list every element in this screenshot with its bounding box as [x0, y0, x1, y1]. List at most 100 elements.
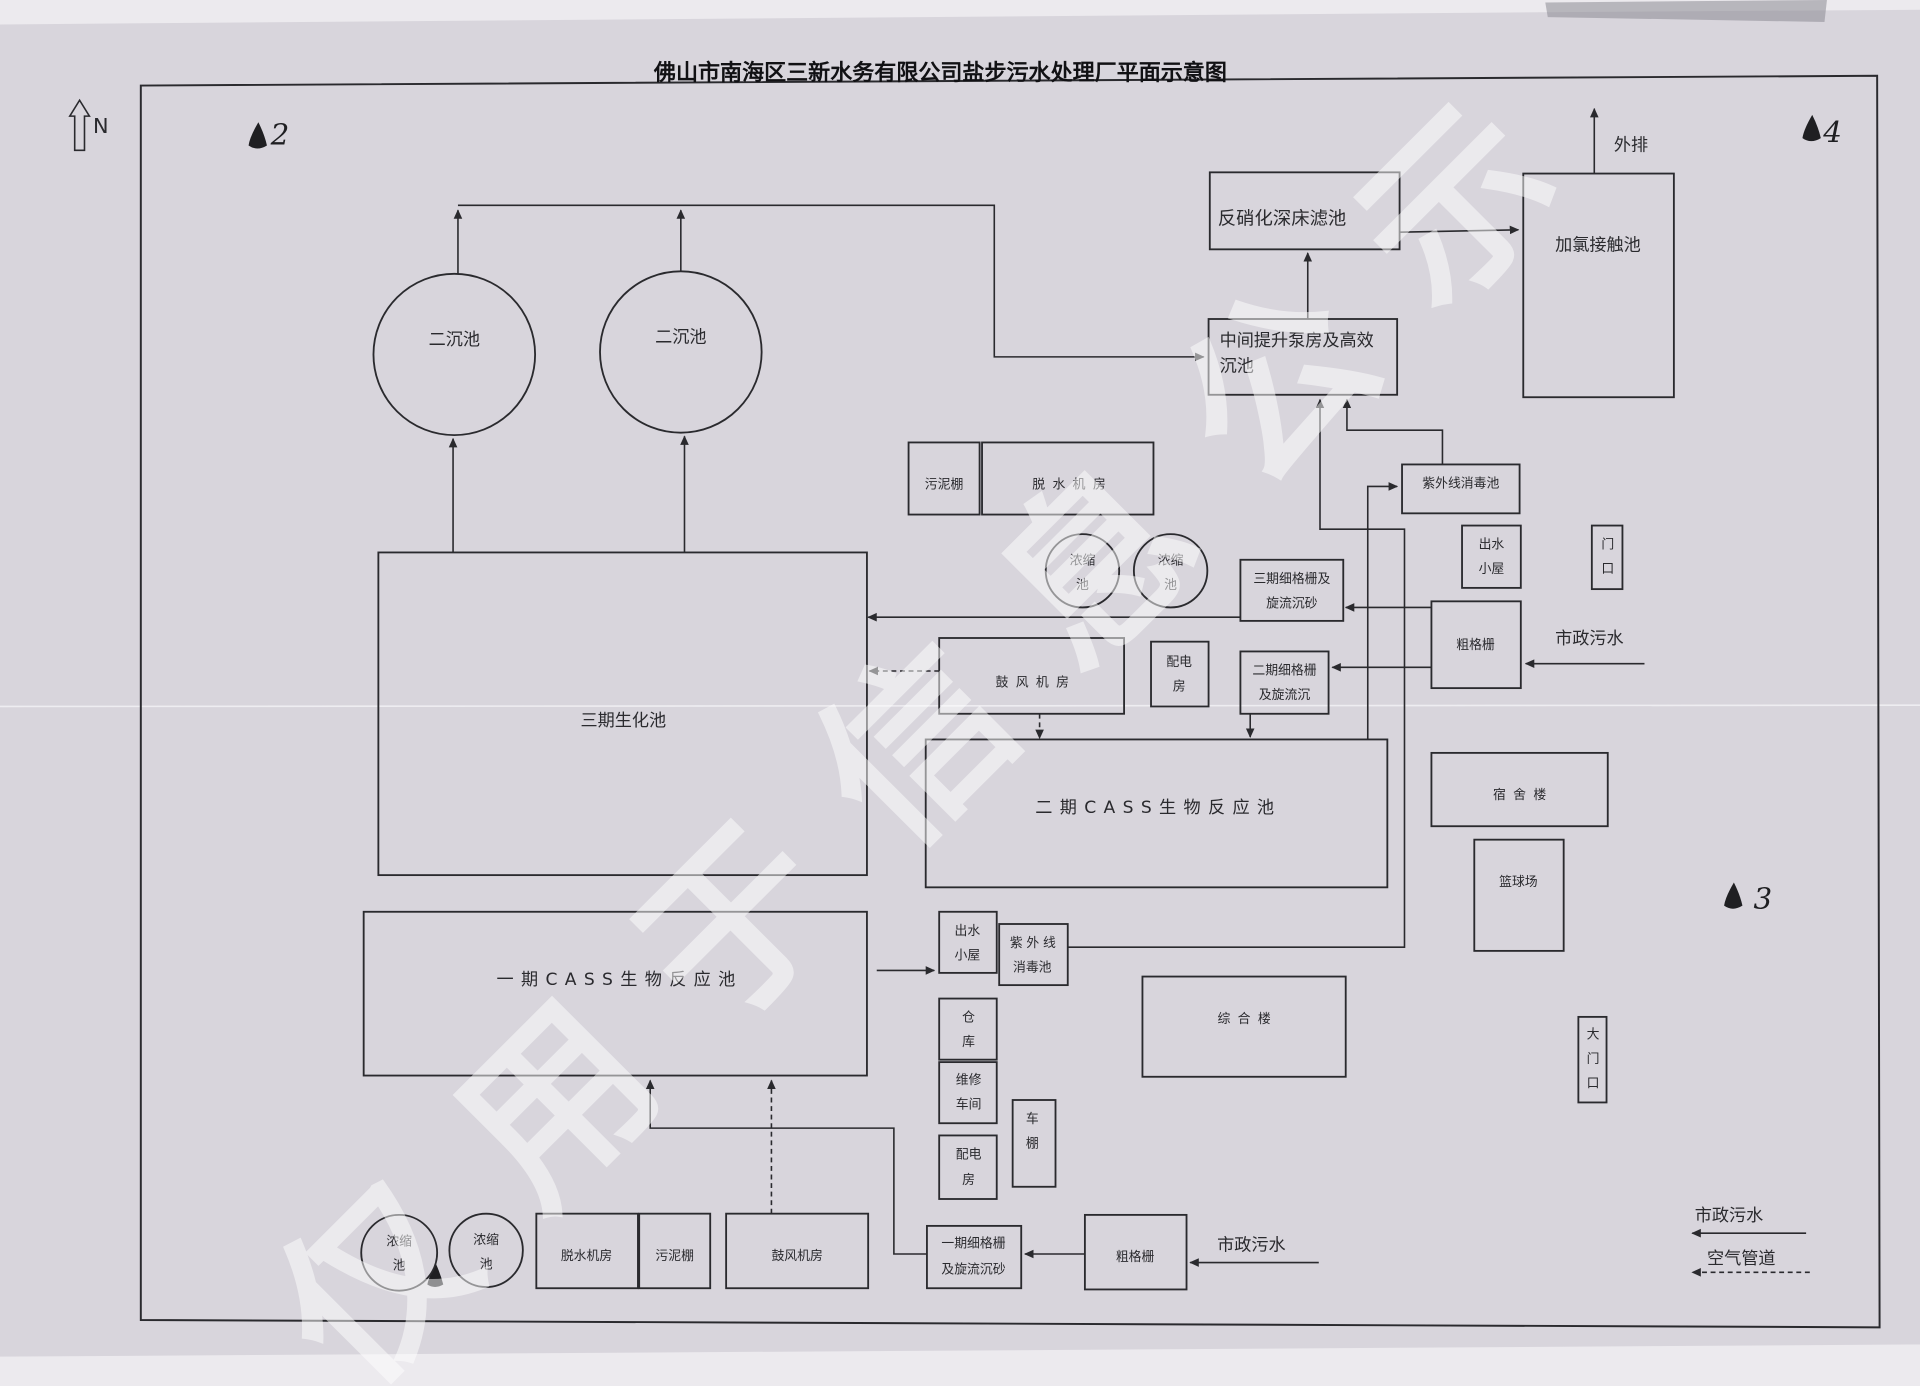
facility-bioreactor-phase3-label: 三期生化池: [580, 711, 666, 731]
facility-bioreactor-phase3: [377, 551, 868, 877]
facility-coarse-screen-south-label: 粗格栅: [1116, 1249, 1155, 1265]
legend-air-pipe-label: 空气管道: [1707, 1249, 1776, 1269]
facility-coarse-screen-south: [1083, 1213, 1188, 1291]
facility-thickener-b-label-line-1: 浓缩: [1158, 553, 1184, 569]
facility-power-room-north-label-line-1: 配电: [1166, 655, 1192, 670]
facility-fine-screen-phase1-label-line-1: 一期细格栅: [941, 1236, 1005, 1252]
facility-effluent-hut-south: [938, 910, 998, 974]
facility-dormitory: [1430, 751, 1609, 828]
facility-thickener-b-label-line-2: 池: [1164, 578, 1177, 593]
flow-fine-screen-phase1-to-cass-phase1: [645, 1079, 927, 1255]
flow-label-municipal-inlet-south: 市政污水: [1217, 1235, 1286, 1255]
facility-bike-shed-label-line-2: 棚: [1026, 1137, 1039, 1152]
facility-thickener-c-label-line-2: 池: [393, 1259, 406, 1274]
facility-secondary-clarifier-west-label: 二沉池: [429, 330, 480, 350]
facility-blower-room-north-label: 鼓风机房: [996, 675, 1077, 691]
facility-dewatering-room-south-label: 脱水机房: [561, 1248, 612, 1264]
facility-thickener-a: [1044, 533, 1121, 609]
facility-thickener-d-label-line-1: 浓缩: [473, 1232, 499, 1248]
facility-power-room-south-label-line-1: 配电: [956, 1148, 982, 1163]
facility-denitrification-filter-label: 反硝化深床滤池: [1218, 208, 1347, 229]
facility-denitrification-filter: [1208, 171, 1401, 251]
survey-marker-4-number: 4: [1822, 115, 1842, 149]
facility-thickener-c: [360, 1213, 439, 1292]
facility-office-building-label: 综合楼: [1217, 1012, 1278, 1027]
facility-blower-room-south: [725, 1212, 870, 1290]
plan-title: 佛山市南海区三新水务有限公司盐步污水处理厂平面示意图: [653, 60, 1227, 86]
facility-side-gate: [1590, 524, 1624, 591]
facility-thickener-b: [1132, 533, 1209, 609]
facility-dewatering-room-north-label: 脱水机房: [1032, 477, 1113, 493]
flow-cass-phase2-to-uv-phase3: [1366, 482, 1399, 740]
survey-marker-4-icon: [1802, 114, 1821, 142]
facility-repair-workshop: [938, 1061, 998, 1125]
paper-corner-shadow: [1545, 0, 1827, 22]
facility-thickener-d-label-line-2: 池: [480, 1258, 493, 1273]
plan-border: [139, 74, 1881, 1329]
facility-side-gate-label-line-1: 门: [1601, 538, 1614, 553]
facility-main-gate: [1577, 1015, 1608, 1104]
facility-power-room-north-label-line-2: 房: [1173, 678, 1186, 694]
facility-cass-reactor-phase1: [362, 910, 868, 1077]
facility-blower-room-south-label: 鼓风机房: [771, 1248, 822, 1264]
survey-marker-1-icon: [427, 1263, 444, 1287]
facility-secondary-clarifier-west: [372, 272, 537, 437]
facility-repair-workshop-label-line-1: 维修: [956, 1073, 982, 1088]
facility-fine-screen-phase2: [1239, 650, 1330, 715]
facility-uv-disinfection-phase3: [1401, 463, 1521, 515]
flow-collector-to-lift-pump: [457, 204, 1205, 362]
facility-lift-pump-house-label-line-1: 中间提升泵房及高效: [1220, 331, 1374, 351]
survey-marker-2-number: 2: [270, 117, 290, 151]
facility-fine-screen-phase1: [926, 1224, 1023, 1290]
facility-uv-disinfection-phase1-label-line-1: 紫外线: [1010, 936, 1060, 951]
facility-fine-screen-phase1-label-line-2: 及旋流沉砂: [941, 1262, 1005, 1277]
flow-uv-phase3-to-lift-pump: [1342, 398, 1444, 465]
facility-dewatering-room-south: [535, 1212, 639, 1290]
facility-thickener-d: [448, 1212, 524, 1288]
survey-marker-3-icon: [1724, 882, 1743, 909]
facility-fine-screen-phase3-label-line-2: 旋流沉砂: [1266, 596, 1318, 611]
facility-effluent-hut-south-label-line-2: 小屋: [955, 948, 981, 963]
north-label: N: [93, 114, 109, 138]
flow-uv-phase1-to-lift-pump: [1067, 398, 1406, 949]
facility-secondary-clarifier-east: [599, 270, 763, 434]
flow-label-discharge: 外排: [1614, 135, 1648, 155]
facility-thickener-a-label-line-1: 浓缩: [1070, 553, 1096, 569]
facility-coarse-screen-east-label: 粗格栅: [1456, 637, 1495, 653]
facility-basketball-court-label: 篮球场: [1499, 875, 1538, 890]
survey-marker-2-icon: [248, 122, 267, 149]
facility-fine-screen-phase3: [1239, 558, 1345, 622]
facility-uv-disinfection-phase1-label-line-2: 消毒池: [1013, 961, 1052, 976]
facility-main-gate-label-line-1: 大: [1587, 1028, 1600, 1043]
facility-cass-reactor-phase2: [924, 738, 1389, 889]
facility-uv-disinfection-phase1: [998, 923, 1069, 987]
facility-cass-reactor-phase1-label: 一期CASS生物反应池: [497, 970, 743, 990]
facility-main-gate-label-line-2: 门: [1587, 1052, 1600, 1067]
facility-sludge-shed-north: [907, 441, 981, 516]
facility-dewatering-room-north: [981, 441, 1155, 516]
survey-marker-3-number: 3: [1753, 881, 1772, 915]
facility-lift-pump-house-label-line-2: 沉池: [1220, 357, 1254, 377]
flow-denitrification-to-chlorination: [1399, 225, 1520, 235]
facility-dormitory-label: 宿舍楼: [1493, 787, 1554, 803]
flow-label-municipal-inlet-east: 市政污水: [1555, 629, 1624, 649]
facility-effluent-hut-south-label-line-1: 出水: [955, 924, 981, 939]
facility-warehouse-label-line-1: 仓: [962, 1011, 975, 1026]
facility-fine-screen-phase2-label-line-2: 及旋流沉: [1259, 688, 1311, 703]
facility-uv-disinfection-phase3-label: 紫外线消毒池: [1422, 477, 1499, 492]
facility-bike-shed: [1011, 1099, 1057, 1188]
facility-chlorination-contact-tank: [1522, 172, 1675, 399]
facility-fine-screen-phase2-label-line-1: 二期细格栅: [1252, 663, 1316, 679]
facility-coarse-screen-east: [1430, 600, 1522, 690]
facility-sludge-shed-south-label: 污泥棚: [655, 1249, 694, 1264]
facility-lift-pump-house: [1207, 318, 1399, 396]
facility-thickener-c-label-line-1: 浓缩: [386, 1233, 412, 1249]
paper-fold-crease: [0, 704, 1920, 708]
facility-cass-reactor-phase2-label: 二期CASS生物反应池: [1035, 798, 1281, 818]
facility-sludge-shed-south: [638, 1212, 712, 1290]
facility-power-room-north: [1150, 640, 1210, 708]
facility-warehouse-label-line-2: 库: [962, 1034, 975, 1050]
facility-warehouse: [938, 997, 998, 1061]
facility-effluent-hut-east-label-line-1: 出水: [1479, 538, 1505, 553]
facility-power-room-south-label-line-2: 房: [962, 1172, 975, 1188]
